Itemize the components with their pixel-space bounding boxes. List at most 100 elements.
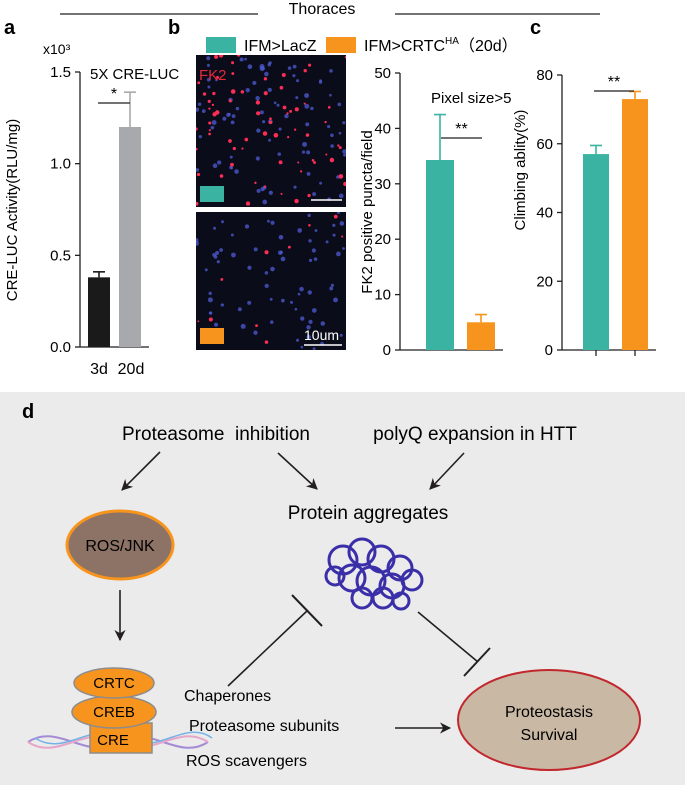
target-proteasome-subunits: Proteasome subunits [189,718,339,735]
fk2-punctum [244,137,249,142]
nucleus-dot [269,320,274,324]
fk2-punctum [264,250,269,255]
nucleus-dot [305,122,310,127]
aggregate-coil [350,586,374,610]
nucleus-dot [310,106,314,111]
fk2-punctum [230,89,236,94]
nucleus-dot [196,240,199,246]
bar-a-1 [119,127,141,347]
inhibit-chaperones-to-aggregates [227,609,309,687]
nucleus-dot [278,234,284,240]
bar-a-0 [88,277,110,347]
nucleus-dot [264,283,269,289]
nucleus-dot [338,131,342,135]
node-ros-jnk-ellipse [65,509,175,581]
panel-label-b: b [168,17,180,39]
y-tick-label-a: 0.0 [50,339,71,356]
nucleus-dot [214,250,220,256]
node-protein-aggregates: Protein aggregates [288,503,449,524]
nucleus-dot [261,120,266,124]
nucleus-dot [213,322,219,327]
nucleus-dot [264,271,269,275]
nucleus-dot [342,149,346,154]
micrograph-bottom-swatch [200,328,224,344]
panel-label-c: c [530,17,541,39]
nucleus-dot [206,77,211,82]
node-proteostasis: Proteostasis [505,704,593,721]
multiplier-label-a: x10³ [43,41,71,57]
nucleus-dot [312,347,316,350]
fk2-punctum [307,193,311,198]
nucleus-dot [234,169,239,174]
legend-swatch-crtc [326,37,356,53]
fk2-punctum [268,120,273,125]
nucleus-dot [311,248,316,253]
fk2-punctum [255,324,258,328]
fk2-punctum [308,223,311,227]
nucleus-dot [330,133,334,138]
arrow-polyq-to-aggregates [429,452,465,490]
y-axis-label-c: Climbing ablity(%) [512,110,529,231]
nucleus-dot [259,64,265,69]
nucleus-dot [342,121,346,125]
nucleus-dot [312,192,317,197]
nucleus-dot [297,292,301,296]
nucleus-dot [255,156,260,161]
node-ros-jnk: ROS/JNK [85,538,155,555]
nucleus-dot [247,64,253,70]
y-tick-label-b: 0 [383,342,391,359]
nucleus-dot [308,258,313,263]
panel-label-d: d [22,401,34,423]
nucleus-dot [229,155,233,159]
nucleus-dot [209,311,213,315]
arrow-inhibition-to-aggregates [277,452,318,490]
fk2-punctum [240,90,245,94]
nucleus-dot [295,96,299,100]
y-tick-label-c: 0 [545,342,553,359]
node-proteostasis-ellipse [457,669,641,771]
aggregate-coil [386,554,414,582]
micrograph-bottom-puncta [196,212,345,350]
fk2-punctum [344,56,346,59]
micrograph-top: FK2 [196,55,346,207]
nucleus-dot [308,319,313,324]
nucleus-dot [196,168,200,172]
nucleus-dot [277,152,282,156]
fk2-punctum [218,55,224,58]
y-tick-label-c: 20 [536,273,553,290]
fk2-punctum [219,174,224,178]
nucleus-dot [301,150,306,154]
fk2-punctum [282,105,287,110]
significance-label-a: * [111,86,117,103]
y-tick-label-c: 40 [536,205,553,222]
nucleus-dot [244,224,250,229]
nucleus-dot [299,286,304,292]
nucleus-dot [269,297,273,301]
nucleus-dot [330,283,335,287]
panel-label-a: a [4,17,16,39]
nucleus-dot [197,102,202,106]
nucleus-dot [220,303,224,307]
nucleus-dot [292,64,297,69]
fk2-punctum [214,110,220,115]
arrow-inhibition-to-rosjnk [121,451,161,491]
nucleus-dot [279,250,283,254]
node-polyq: polyQ expansion in HTT [373,424,577,445]
nucleus-dot [292,74,296,78]
nucleus-dot [213,226,217,230]
nucleus-dot [332,233,336,237]
node-proteasome-inhibition: Proteasome inhibition [122,424,310,445]
nucleus-dot [343,153,346,157]
nucleus-dot [273,101,277,105]
nucleus-dot [339,333,343,337]
nucleus-dot [314,229,318,232]
crtc-ellipse [73,667,155,699]
fk2-punctum [202,92,207,96]
fk2-punctum [207,99,211,104]
nucleus-dot [307,290,313,295]
fk2-punctum [286,112,289,115]
nucleus-dot [198,134,202,139]
fk2-punctum [329,157,335,163]
